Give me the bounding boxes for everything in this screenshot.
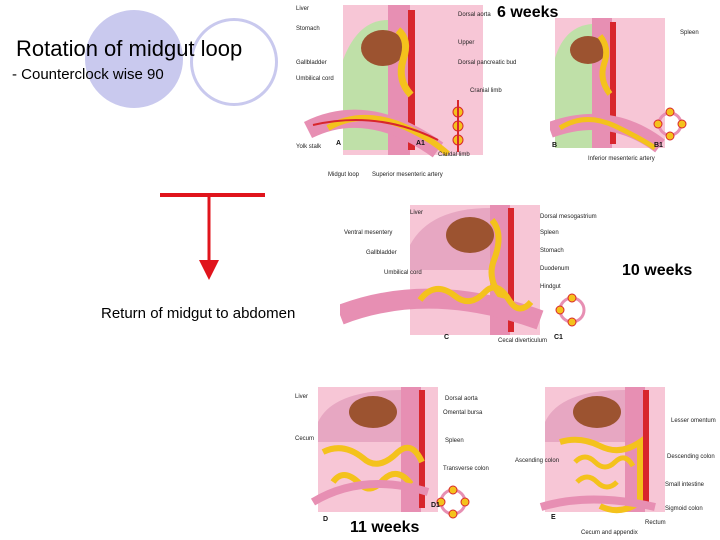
label-yolk-stalk: Yolk stalk [296, 144, 322, 150]
label-umbilical-cord-c: Umbilical cord [384, 270, 422, 276]
label-dorsal-aorta-d: Dorsal aorta [445, 396, 478, 402]
label-ima: Inferior mesenteric artery [588, 156, 655, 162]
panel-c-illustration [340, 205, 586, 335]
label-gallbladder-c: Gallbladder [366, 250, 397, 256]
label-gallbladder: Gallbladder [296, 60, 327, 66]
label-duodenum: Duodenum [540, 266, 570, 272]
panel-b-letter: B [552, 142, 558, 149]
panel-e: Lesser omentum Descending colon Ascendin… [515, 382, 720, 540]
stage-label-10-weeks: 10 weeks [622, 262, 693, 279]
panel-c-10-weeks: Liver Ventral mesentery Gallbladder Umbi… [340, 200, 620, 360]
panel-d-letter: D [323, 516, 329, 523]
page-title: Rotation of midgut loop [16, 36, 243, 61]
label-ventral-mesentery: Ventral mesentery [344, 230, 393, 236]
label-descending-colon: Descending colon [667, 454, 715, 460]
page-subtitle: - Counterclock wise 90 [12, 66, 164, 83]
label-liver-d: Liver [295, 394, 309, 400]
label-spleen-b: Spleen [680, 30, 699, 36]
label-transverse-colon: Transverse colon [443, 466, 489, 472]
panel-d-11-weeks: Liver Cecum Dorsal aorta Omental bursa S… [293, 382, 518, 540]
label-sigmoid-colon: Sigmoid colon [665, 506, 703, 512]
label-hindgut: Hindgut [540, 284, 561, 290]
label-omental-bursa: Omental bursa [443, 410, 483, 416]
label-stomach: Stomach [296, 26, 320, 32]
label-dorsal-aorta: Dorsal aorta [458, 12, 491, 18]
panel-b1-letter: B1 [654, 142, 663, 149]
label-midgut-loop: Midgut loop [328, 172, 360, 178]
panel-b-illustration [550, 18, 687, 153]
panel-a-6-weeks: Liver Stomach Gallbladder Umbilical cord… [288, 0, 548, 185]
label-rectum: Rectum [645, 520, 666, 526]
label-stomach-c: Stomach [540, 248, 564, 254]
label-dorsal-pancreatic-bud: Dorsal pancreatic bud [458, 60, 517, 66]
label-liver-c: Liver [410, 210, 424, 216]
panel-c-letter: C [444, 334, 450, 341]
label-cranial-limb: Cranial limb [470, 88, 502, 94]
panel-a1-letter: A1 [416, 140, 425, 147]
stage-label-6-weeks: 6 weeks [497, 4, 559, 21]
label-spleen-d: Spleen [445, 438, 464, 444]
label-dorsal-mesogastrium: Dorsal mesogastrium [540, 214, 597, 220]
label-caudal-limb: Caudal limb [438, 152, 470, 158]
label-cecum-d: Cecum [295, 436, 315, 442]
panel-c1-letter: C1 [554, 334, 563, 341]
label-upper: Upper [458, 40, 475, 46]
label-lesser-omentum: Lesser omentum [671, 418, 716, 424]
decorative-circle-outline [190, 18, 278, 106]
label-spleen-c: Spleen [540, 230, 559, 236]
label-sma: Superior mesenteric artery [372, 172, 443, 178]
down-arrow-icon [160, 193, 265, 280]
panel-e-letter: E [551, 514, 556, 521]
label-cecal-diverticulum: Cecal diverticulum [498, 338, 548, 344]
stage-label-11-weeks: 11 weeks [350, 519, 420, 536]
return-caption: Return of midgut to abdomen [101, 305, 296, 322]
panel-a-illustration [303, 5, 483, 158]
label-cecum-appendix: Cecum and appendix [581, 530, 638, 536]
label-ascending-colon: Ascending colon [515, 458, 560, 464]
panel-d1-letter: D1 [431, 502, 440, 509]
label-umbilical-cord: Umbilical cord [296, 76, 334, 82]
decorative-circle-filled [85, 10, 183, 108]
panel-d-illustration [310, 387, 470, 519]
panel-b: Spleen Inferior mesenteric artery B B1 [550, 18, 720, 168]
label-small-intestine: Small intestine [665, 482, 705, 488]
label-liver: Liver [296, 6, 310, 12]
panel-a-letter: A [336, 140, 342, 147]
panel-e-illustration [539, 387, 665, 514]
